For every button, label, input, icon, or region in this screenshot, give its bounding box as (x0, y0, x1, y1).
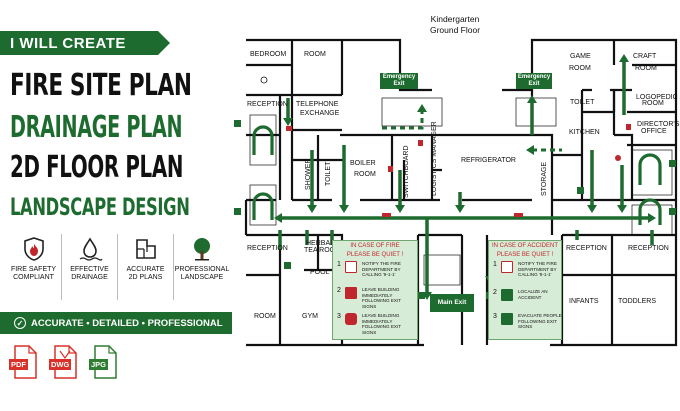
room-reception-br-1: RECEPTION (566, 245, 607, 252)
phone-icon (345, 261, 357, 273)
room-gym: GYM (302, 313, 318, 320)
accident-notice-panel: IN CASE OF ACCIDENT PLEASE BE QUIET ! 1 … (488, 240, 562, 340)
plan-title-line1: Kindergarten (430, 14, 480, 24)
fire-step-2: 2 LEAVE BUILDING IMMEDIATELY FOLLOWING E… (337, 287, 401, 309)
phone-icon (501, 261, 513, 273)
emergency-exit-label-1: Emergency Exit (380, 73, 418, 89)
fire-step-3: 3 LEAVE BUILDING IMMEDIATELY FOLLOWING E… (337, 313, 401, 335)
room-craft-2: ROOM (635, 65, 657, 72)
room-craft-1: CRAFT (633, 53, 657, 60)
room-reception-br-2: RECEPTION (628, 245, 669, 252)
room-bedroom: BEDROOM (250, 51, 286, 58)
jpg-file-icon: JPG (89, 345, 118, 379)
feature-label-4b: LANDSCAPE (180, 274, 224, 281)
room-director-1: DIRECTOR'S (637, 121, 680, 128)
room-herbal-2: TEA ROOM (304, 247, 341, 254)
intro-banner: I WILL CREATE (0, 31, 170, 55)
room-infants: INFANTS (569, 298, 599, 305)
pdf-label: PDF (9, 359, 28, 370)
floor-plan-drawing: BEDROOM ROOM RECEPTION TELEPHONE EXCHANG… (234, 38, 680, 347)
room-reception-bl: RECEPTION (247, 245, 288, 252)
room-logopedic-1: LOGOPEDIC (636, 94, 678, 101)
tagline-text: ACCURATE • DETAILED • PROFESSIONAL (31, 317, 223, 329)
room-room-bl: ROOM (254, 313, 276, 320)
room-logopedic-2: ROOM (642, 100, 664, 107)
feature-label-1a: FIRE SAFETY (10, 266, 57, 273)
file-format-list: PDF DWG JPG (9, 345, 118, 379)
plan-title: Kindergarten Ground Floor (400, 14, 510, 36)
accident-notice-heading-2: PLEASE BE QUIET ! (496, 252, 554, 258)
room-boiler-2: ROOM (354, 171, 376, 178)
room-labels: BEDROOM ROOM RECEPTION TELEPHONE EXCHANG… (247, 51, 680, 320)
plan-title-line2: Ground Floor (429, 25, 481, 35)
tagline-bar: ✓ ACCURATE • DETAILED • PROFESSIONAL (0, 312, 232, 334)
feature-label-4a: PROFESSIONAL (174, 266, 230, 273)
room-pool: POOL (310, 269, 330, 276)
feature-label-2a: EFFECTIVE (70, 266, 109, 273)
fire-step-1: 1 NOTIFY THE FIRE DEPARTMENT BY CALLING … (337, 261, 401, 278)
feature-label-3a: ACCURATE (126, 266, 165, 273)
pdf-file-icon: PDF (9, 345, 38, 379)
room-toddlers: TODDLERS (618, 298, 656, 305)
room-switchboard: SWITCHBOARD (403, 146, 410, 199)
room-refrigerator: REFRIGERATOR (461, 157, 516, 164)
dashed-route (382, 110, 562, 152)
room-director-2: OFFICE (641, 128, 667, 135)
headline-drainage-plan: DRAINAGE PLAN (10, 110, 183, 145)
headline-landscape-design: LANDSCAPE DESIGN (10, 193, 190, 221)
room-exchange: EXCHANGE (300, 110, 340, 117)
room-reception-tl: RECEPTION (247, 101, 288, 108)
headline-fire-site-plan: FIRE SITE PLAN (10, 68, 192, 103)
feature-label-2b: DRAINAGE (71, 274, 108, 281)
main-exit-label: Main Exit (430, 294, 474, 312)
evacuate-icon (501, 313, 513, 325)
room-toilet-r: TOILET (570, 99, 595, 106)
accident-notice-heading-1: IN CASE OF ACCIDENT (491, 243, 558, 249)
room-game-2: ROOM (569, 65, 591, 72)
floor-plan-icon (135, 239, 156, 259)
water-drop-icon (79, 237, 103, 261)
stairs (249, 97, 673, 286)
emergency-exit-label-2: Emergency Exit (516, 73, 552, 89)
feature-label-3b: 2D PLANS (128, 274, 163, 281)
fire-notice-heading-2: PLEASE BE QUIET ! (346, 252, 404, 258)
room-game-1: GAME (570, 53, 591, 60)
u-turn-arrows (252, 125, 662, 225)
headline-2d-floor-plan: 2D FLOOR PLAN (10, 150, 184, 185)
room-logistics: LOGISTICS MANAGER (431, 121, 438, 196)
feature-label-1b: COMPLIANT (13, 274, 54, 281)
dwg-file-icon: DWG (49, 345, 78, 379)
fire-notice-panel: IN CASE OF FIRE PLEASE BE QUIET ! 1 NOTI… (332, 240, 418, 340)
fire-shield-icon (23, 237, 44, 261)
room-telephone: TELEPHONE (296, 101, 339, 108)
fire-alarm-icon (345, 287, 357, 299)
check-circle-icon: ✓ (14, 317, 26, 329)
extinguisher-icon (345, 313, 357, 325)
tree-icon (194, 238, 210, 261)
accident-step-2: 2 LOCALIZE AN ACCIDENT (493, 289, 548, 301)
jpg-label: JPG (89, 359, 109, 370)
room-herbal-1: HERBAL (306, 240, 334, 247)
dwg-label: DWG (49, 359, 72, 370)
accident-step-3: 3 EVACUATE PEOPLE FOLLOWING EXIT SIGNS (493, 313, 562, 330)
floor-plan: Kindergarten Ground Floor (232, 0, 680, 411)
promo-panel: I WILL CREATE FIRE SITE PLAN DRAINAGE PL… (0, 0, 232, 411)
first-aid-icon (501, 289, 513, 301)
fire-notice-heading-1: IN CASE OF FIRE (350, 243, 400, 249)
room-kitchen: KITCHEN (569, 129, 600, 136)
room-boiler-1: BOILER (350, 160, 376, 167)
room-storage: STORAGE (541, 162, 548, 196)
accident-step-1: 1 NOTIFY THE FIRE DEPARTMENT BY CALLING … (493, 261, 557, 278)
room-shower: SHOWER (305, 159, 312, 191)
room-room-top: ROOM (304, 51, 326, 58)
room-toilet-v: TOILET (325, 161, 332, 186)
